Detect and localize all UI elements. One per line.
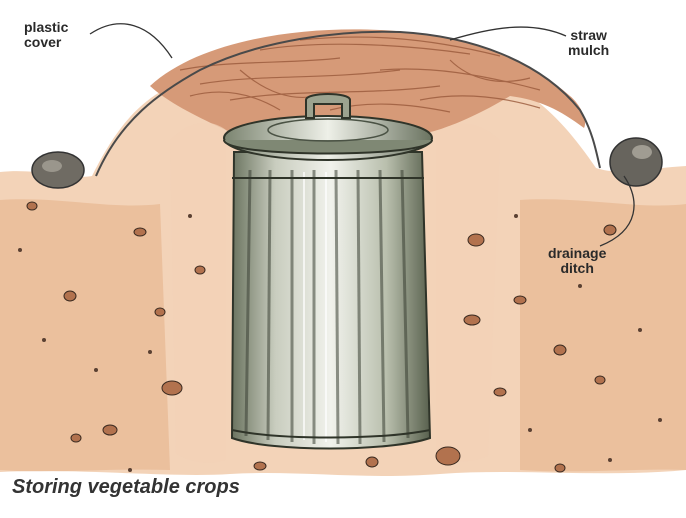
label-straw-mulch: straw mulch: [568, 28, 609, 58]
label-straw-line2: mulch: [568, 43, 609, 58]
caption: Storing vegetable crops: [12, 476, 240, 499]
rock-right: [610, 138, 662, 186]
trash-can-body: [232, 152, 430, 449]
label-plastic-line1: plastic: [24, 20, 68, 35]
leader-straw-mulch: [450, 27, 566, 40]
leader-plastic-cover: [90, 24, 172, 58]
label-straw-line1: straw: [568, 28, 609, 43]
label-plastic-cover: plastic cover: [24, 20, 68, 50]
label-drainage-line2: ditch: [548, 261, 606, 276]
label-drainage-line1: drainage: [548, 246, 606, 261]
label-plastic-line2: cover: [24, 35, 68, 50]
label-drainage-ditch: drainage ditch: [548, 246, 606, 276]
